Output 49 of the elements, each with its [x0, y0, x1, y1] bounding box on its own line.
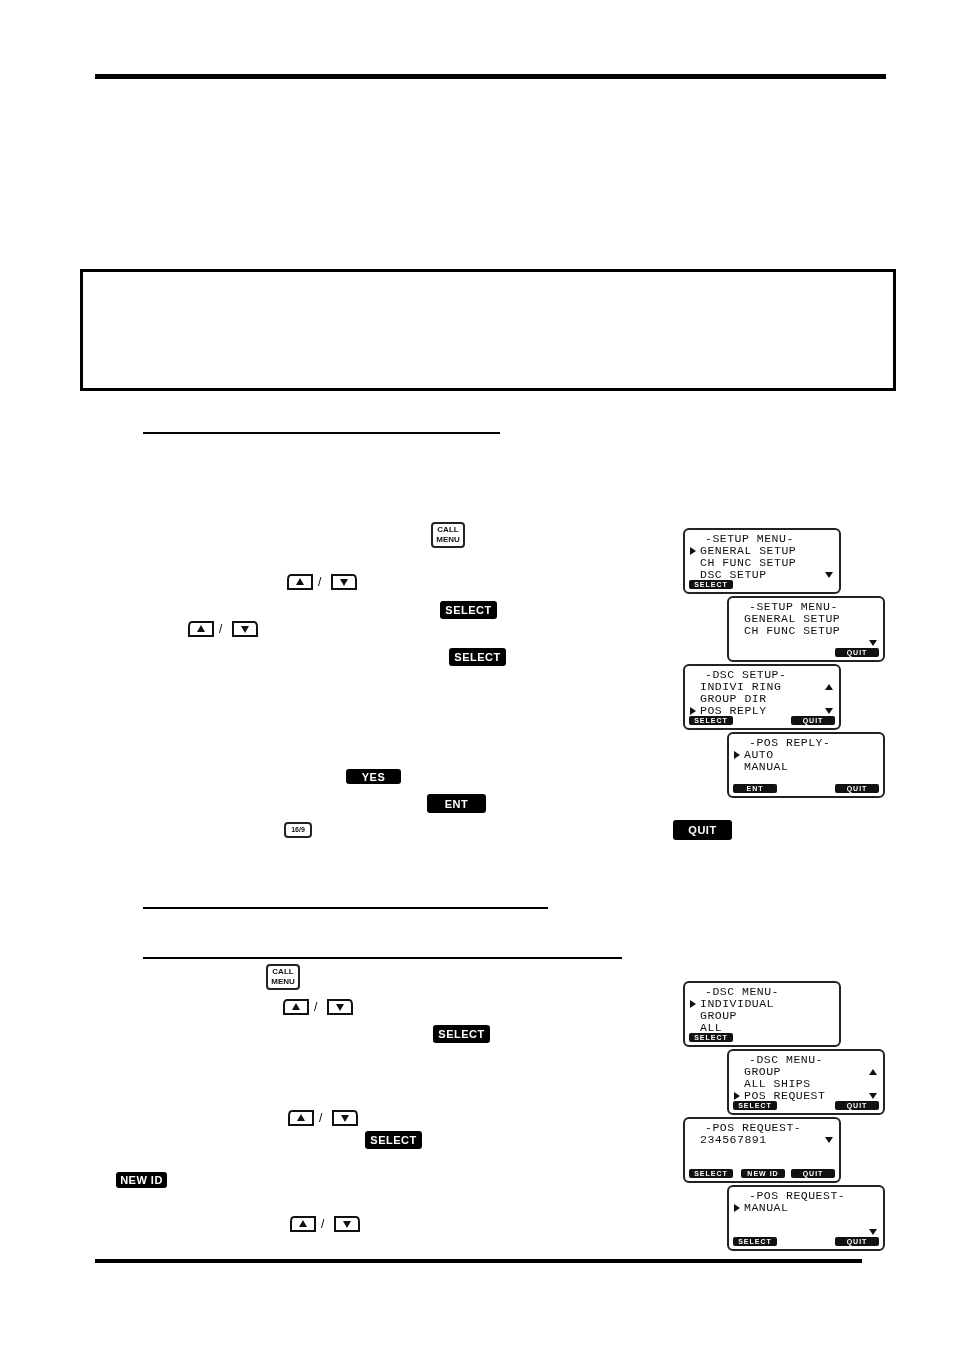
- separator-text: /: [219, 622, 223, 636]
- menu-title: -SETUP MENU-: [705, 533, 794, 545]
- separator-text: /: [318, 575, 322, 589]
- menu-item: INDIVI RING: [700, 681, 782, 693]
- lcd-screen: [727, 596, 885, 662]
- menu-item: AUTO: [744, 749, 774, 761]
- lcd-screen: [683, 528, 841, 594]
- lcd-screen: [683, 981, 841, 1047]
- menu-title: -POS REQUEST-: [749, 1190, 846, 1202]
- separator-text: /: [321, 1217, 325, 1231]
- softkey-label: NEW ID: [116, 1172, 167, 1188]
- menu-item: MANUAL: [744, 1202, 789, 1214]
- lcd-screen: [683, 664, 841, 730]
- menu-item: ALL SHIPS: [744, 1078, 811, 1090]
- softkey-label: SELECT: [433, 1025, 490, 1043]
- menu-title: -POS REQUEST-: [705, 1122, 802, 1134]
- menu-item: ALL: [700, 1022, 723, 1034]
- menu-item: POS REPLY: [700, 705, 767, 717]
- menu-item: GROUP: [744, 1066, 781, 1078]
- menu-title: -DSC MENU-: [749, 1054, 823, 1066]
- key-label: CALL MENU: [266, 964, 300, 990]
- menu-title: -DSC MENU-: [705, 986, 779, 998]
- menu-item: 234567891: [700, 1134, 767, 1146]
- menu-item: MANUAL: [744, 761, 789, 773]
- menu-item: GROUP DIR: [700, 693, 767, 705]
- lcd-screen: [727, 1049, 885, 1115]
- menu-item: CH FUNC SETUP: [744, 625, 841, 637]
- softkey-label: ENT: [427, 794, 486, 813]
- menu-item: CH FUNC SETUP: [700, 557, 797, 569]
- menu-item: GENERAL SETUP: [744, 613, 841, 625]
- separator-text: /: [314, 1000, 318, 1014]
- menu-item: POS REQUEST: [744, 1090, 826, 1102]
- softkey-label: YES: [346, 769, 401, 784]
- key-label: CALL MENU: [431, 522, 465, 548]
- lcd-screen: [683, 1117, 841, 1183]
- separator-text: /: [319, 1111, 323, 1125]
- lcd-screen: [727, 732, 885, 798]
- menu-item: INDIVIDUAL: [700, 998, 774, 1010]
- softkey-label: QUIT: [673, 820, 732, 840]
- menu-title: -SETUP MENU-: [749, 601, 838, 613]
- lcd-screen: [727, 1185, 885, 1251]
- menu-item: GROUP: [700, 1010, 737, 1022]
- menu-item: GENERAL SETUP: [700, 545, 797, 557]
- menu-item: DSC SETUP: [700, 569, 767, 581]
- menu-title: -DSC SETUP-: [705, 669, 787, 681]
- softkey-label: SELECT: [449, 648, 506, 666]
- softkey-label: SELECT: [440, 601, 497, 619]
- softkey-label: SELECT: [365, 1131, 422, 1149]
- menu-title: -POS REPLY-: [749, 737, 831, 749]
